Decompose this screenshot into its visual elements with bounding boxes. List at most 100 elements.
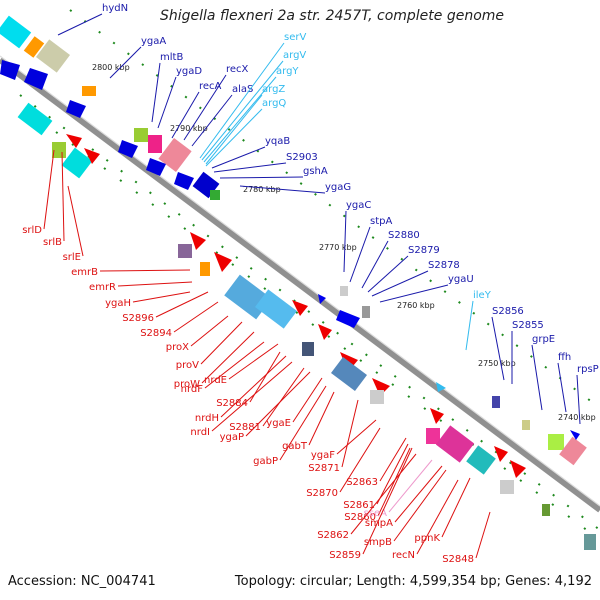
gene-label-s2859[interactable]: S2859 xyxy=(329,550,361,561)
gene-leader-line xyxy=(191,94,233,147)
gene-label-nrdi[interactable]: nrdI xyxy=(190,427,210,438)
gene-leader-line xyxy=(292,377,323,423)
gene-label-smpb[interactable]: smpB xyxy=(364,537,392,548)
gene-label-iley[interactable]: ileY xyxy=(473,290,492,301)
gene-label-s2880[interactable]: S2880 xyxy=(388,230,420,241)
gene-label-ygaa[interactable]: ygaA xyxy=(141,36,166,47)
gene-label-alas[interactable]: alaS xyxy=(232,84,253,95)
gene-label-ygap[interactable]: ygaP xyxy=(220,432,244,443)
gene-leader-line xyxy=(262,367,305,427)
gene-label-s2863[interactable]: S2863 xyxy=(346,477,378,488)
gene-leader-line xyxy=(343,210,347,273)
gene-label-argy[interactable]: argY xyxy=(276,66,299,77)
gene-label-ygah[interactable]: ygaH xyxy=(105,298,131,309)
gene-label-srld[interactable]: srlD xyxy=(22,225,42,236)
gene-label-ygae[interactable]: ygaE xyxy=(266,418,291,429)
gene-leader-line xyxy=(157,76,177,129)
gene-label-serv[interactable]: serV xyxy=(284,32,306,43)
gene-label-mltb[interactable]: mltB xyxy=(160,52,183,63)
gene-label-ffh[interactable]: ffh xyxy=(558,352,571,363)
gene-label-recn[interactable]: recN xyxy=(392,550,415,561)
gene-leader-line xyxy=(204,341,265,389)
gene-label-srlb[interactable]: srlB xyxy=(43,237,62,248)
gene-leader-line xyxy=(279,385,327,461)
feature-block xyxy=(466,445,496,475)
feature-arrow xyxy=(336,310,360,328)
gene-label-s2860[interactable]: S2860 xyxy=(344,512,376,523)
gene-label-s2856[interactable]: S2856 xyxy=(492,306,524,317)
feature-block xyxy=(61,147,93,179)
gene-label-argv[interactable]: argV xyxy=(283,50,306,61)
gene-leader-line xyxy=(43,149,55,230)
feature-arrow xyxy=(318,324,332,340)
gene-label-s2894[interactable]: S2894 xyxy=(140,328,172,339)
gene-label-argq[interactable]: argQ xyxy=(262,98,286,109)
forward-gene-labels: hydN ygaA mltB ygaD recA recX alaS serV argV argY… xyxy=(57,3,599,425)
feature-arrow xyxy=(570,430,580,440)
feature-arrow xyxy=(0,60,20,80)
gene-label-ygac[interactable]: ygaC xyxy=(346,200,371,211)
gene-label-ygag[interactable]: ygaG xyxy=(325,182,351,193)
gene-label-emrb[interactable]: emrB xyxy=(71,267,98,278)
feature-block xyxy=(542,504,550,516)
gene-label-prox[interactable]: proX xyxy=(166,342,189,353)
gene-label-ygad[interactable]: ygaD xyxy=(176,66,202,77)
gene-label-s2848[interactable]: S2848 xyxy=(442,554,474,565)
gene-leader-line xyxy=(61,151,65,242)
gene-label-s2855[interactable]: S2855 xyxy=(512,320,544,331)
gene-label-emrr[interactable]: emrR xyxy=(89,282,116,293)
gene-leader-line xyxy=(371,270,429,297)
feature-block xyxy=(35,39,71,73)
gene-label-s2871[interactable]: S2871 xyxy=(308,463,340,474)
gene-leader-line xyxy=(362,447,413,555)
gene-label-s2896[interactable]: S2896 xyxy=(122,313,154,324)
gene-label-recx[interactable]: recX xyxy=(226,64,249,75)
gene-leader-line xyxy=(341,399,359,468)
gene-label-s2878[interactable]: S2878 xyxy=(428,260,460,271)
tick-label: 2760 kbp xyxy=(397,301,435,310)
gene-label-s2862[interactable]: S2862 xyxy=(317,530,349,541)
gene-label-smpa[interactable]: smpA xyxy=(365,518,393,529)
gene-label-gabp[interactable]: gabP xyxy=(253,456,278,467)
gene-label-gabt[interactable]: gabT xyxy=(282,441,308,452)
feature-block xyxy=(584,534,596,550)
gene-label-s2861[interactable]: S2861 xyxy=(343,500,375,511)
gene-label-ssea[interactable]: sseA xyxy=(364,508,388,519)
gene-label-rpsp[interactable]: rpsP xyxy=(577,364,599,375)
gene-label-ygaf[interactable]: ygaF xyxy=(311,450,335,461)
gene-label-argz[interactable]: argZ xyxy=(262,84,285,95)
gene-label-nrde[interactable]: nrdE xyxy=(204,375,227,386)
gene-label-s2879[interactable]: S2879 xyxy=(408,245,440,256)
gene-label-srle[interactable]: srlE xyxy=(63,252,81,263)
gene-label-ygau[interactable]: ygaU xyxy=(448,274,474,285)
gene-label-nrdh[interactable]: nrdH xyxy=(195,413,219,424)
gene-leader-line xyxy=(155,291,209,318)
gene-label-gsha[interactable]: gshA xyxy=(303,166,328,177)
gene-label-s2870[interactable]: S2870 xyxy=(306,488,338,499)
reverse-features xyxy=(17,102,596,550)
gene-label-s2903[interactable]: S2903 xyxy=(286,152,318,163)
gene-leader-line xyxy=(211,146,266,169)
gene-label-prow[interactable]: proW xyxy=(174,379,200,390)
gene-label-hydn[interactable]: hydN xyxy=(102,3,128,14)
gene-leader-line xyxy=(245,371,311,437)
gene-label-grpe[interactable]: grpE xyxy=(532,334,555,345)
gene-label-nrdf[interactable]: nrdF xyxy=(181,384,204,395)
gene-label-reca[interactable]: recA xyxy=(199,81,222,92)
gene-label-s2881[interactable]: S2881 xyxy=(229,422,261,433)
gene-label-yqab[interactable]: yqaB xyxy=(265,136,290,147)
gene-label-stpa[interactable]: stpA xyxy=(370,216,392,227)
gene-leader-line xyxy=(465,300,474,351)
ring-guide-outer xyxy=(69,9,600,409)
gene-label-s2884[interactable]: S2884 xyxy=(216,398,248,409)
forward-features xyxy=(0,15,587,466)
gene-label-prov[interactable]: proV xyxy=(176,360,199,371)
page-title: Shigella flexneri 2a str. 2457T, complet… xyxy=(160,8,505,24)
gene-leader-line xyxy=(211,361,293,432)
feature-block xyxy=(548,434,564,450)
gene-leader-line xyxy=(117,281,193,287)
feature-arrow xyxy=(430,408,444,424)
gene-label-ppnk[interactable]: ppnK xyxy=(414,533,440,544)
gene-leader-line xyxy=(475,511,491,559)
